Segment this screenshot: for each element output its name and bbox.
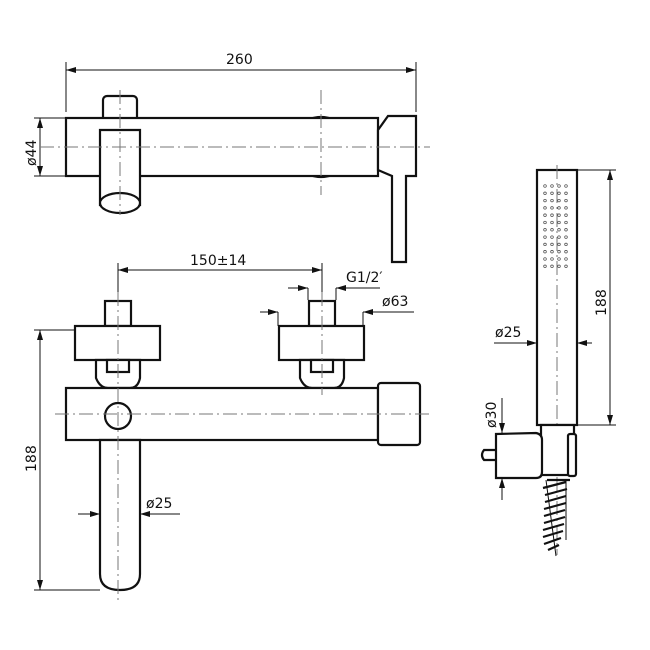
spray-nozzle (550, 220, 554, 225)
spray-nozzle (557, 191, 561, 195)
spray-nozzle (550, 206, 554, 210)
spray-nozzle (564, 184, 568, 188)
spray-nozzle (543, 184, 547, 188)
front-view: 150±14 G1/2′ ø63 188 ø25 (24, 253, 430, 600)
lever-top (376, 114, 418, 264)
spray-nozzle (557, 206, 561, 210)
dim-handshower-length: 188 (594, 289, 610, 316)
hand-shower-view: 188 ø25 ø30 (480, 165, 616, 557)
spray-nozzle (557, 228, 561, 232)
spray-nozzle (543, 235, 547, 239)
dim-mixer-height: 188 (24, 445, 40, 472)
spray-nozzle (557, 242, 561, 247)
spray-nozzle (557, 257, 561, 261)
spray-nozzle (550, 228, 554, 232)
spray-nozzle (550, 184, 554, 188)
dim-body-diameter: ø44 (24, 140, 40, 166)
dim-flange-diameter: ø63 (382, 294, 408, 310)
spray-nozzle (550, 191, 554, 195)
spray-nozzle (543, 250, 547, 254)
spray-nozzle (543, 213, 547, 217)
spray-nozzle (543, 220, 547, 225)
spray-nozzle (550, 213, 554, 217)
spray-nozzle (543, 191, 547, 195)
spray-nozzle (564, 264, 568, 268)
spray-nozzle (564, 213, 568, 217)
spray-nozzle (543, 198, 547, 203)
spray-nozzle (550, 235, 554, 239)
spray-nozzle (564, 220, 568, 225)
spray-nozzle (557, 250, 561, 254)
spray-nozzle (557, 213, 561, 217)
dim-thread: G1/2′ (346, 270, 383, 286)
dim-holder-diameter: ø30 (484, 402, 500, 428)
spray-nozzle (543, 264, 547, 268)
dim-center-distance: 150±14 (190, 253, 246, 269)
spray-nozzle (564, 242, 568, 247)
spray-nozzle (543, 228, 547, 232)
spray-nozzle (564, 191, 568, 195)
dim-overall-length: 260 (226, 52, 253, 68)
wall-holder (494, 431, 544, 480)
spray-nozzle (557, 220, 561, 225)
spray-nozzle (557, 235, 561, 239)
spray-nozzle (557, 184, 561, 188)
spray-nozzle (564, 228, 568, 232)
spray-nozzle (550, 264, 554, 268)
spout-front (98, 438, 142, 592)
spray-nozzle (557, 198, 561, 203)
spray-nozzle (550, 198, 554, 203)
spray-nozzle (564, 257, 568, 261)
spray-nozzle (550, 242, 554, 247)
spray-nozzle (543, 257, 547, 261)
dim-lever-diameter: ø25 (146, 496, 172, 512)
dim-handshower-diameter: ø25 (495, 325, 521, 341)
spray-nozzle (564, 198, 568, 203)
right-flange (277, 324, 366, 362)
spray-nozzle (557, 264, 561, 268)
spray-nozzle (543, 206, 547, 210)
spray-nozzle (564, 235, 568, 239)
spray-nozzle (550, 250, 554, 254)
spray-nozzle (550, 257, 554, 261)
top-view: 260 ø44 (24, 52, 430, 264)
spray-nozzle (564, 206, 568, 210)
spray-nozzle (564, 250, 568, 254)
spray-nozzle (543, 242, 547, 247)
